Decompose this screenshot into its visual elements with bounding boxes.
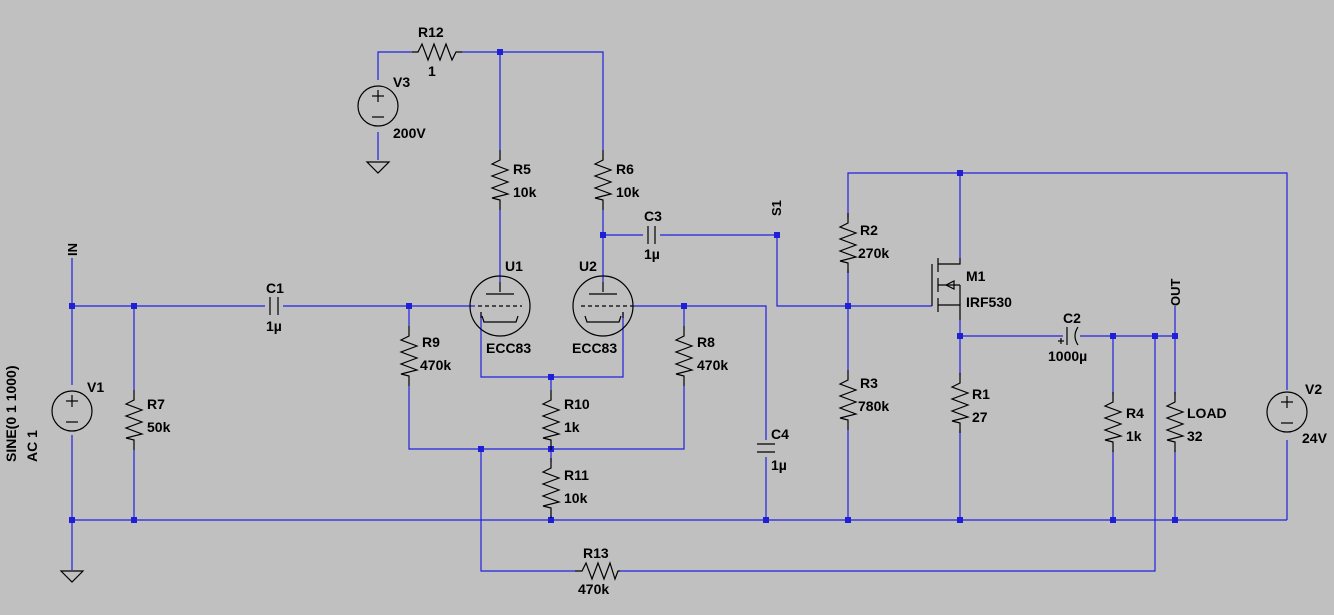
resistor-r10[interactable]: R10 1k xyxy=(542,389,590,451)
r6-value: 10k xyxy=(616,184,640,200)
r12-value: 1 xyxy=(428,63,436,79)
resistor-r2[interactable]: R2 270k xyxy=(839,212,889,274)
capacitor-c4[interactable]: C4 1µ xyxy=(757,426,789,473)
c3-name: C3 xyxy=(644,208,662,224)
c1-name: C1 xyxy=(266,280,284,296)
capacitor-c3[interactable]: C3 1µ xyxy=(644,208,662,262)
u1-name: U1 xyxy=(505,258,523,274)
v1-name: V1 xyxy=(87,379,104,395)
r7-value: 50k xyxy=(147,419,171,435)
resistor-r11[interactable]: R11 10k xyxy=(542,457,589,519)
triode-u2[interactable]: U2 ECC83 xyxy=(572,258,634,356)
resistor-r4[interactable]: R4 1k xyxy=(1104,391,1144,453)
r2-name: R2 xyxy=(860,222,878,238)
v2-value: 24V xyxy=(1302,430,1328,446)
m1-value: IRF530 xyxy=(966,294,1012,310)
r1-name: R1 xyxy=(972,386,990,402)
r3-value: 780k xyxy=(858,398,889,414)
resistor-r13[interactable]: R13 470k xyxy=(575,545,620,597)
r13-name: R13 xyxy=(583,545,609,561)
voltage-source-v2[interactable]: V2 24V xyxy=(1266,381,1328,446)
r11-value: 10k xyxy=(564,490,588,506)
wires xyxy=(71,51,1288,572)
v3-value: 200V xyxy=(393,125,426,141)
c2-value: 1000µ xyxy=(1048,348,1087,364)
r9-name: R9 xyxy=(422,334,440,350)
r8-value: 470k xyxy=(697,357,728,373)
r5-name: R5 xyxy=(513,161,531,177)
r1-value: 27 xyxy=(972,409,988,425)
r10-name: R10 xyxy=(564,396,590,412)
ground-symbol-v3 xyxy=(365,161,391,174)
load-name: LOAD xyxy=(1187,405,1227,421)
r5-value: 10k xyxy=(513,184,537,200)
net-label-s1: S1 xyxy=(769,200,784,216)
c4-name: C4 xyxy=(771,426,789,442)
r13-value: 470k xyxy=(578,581,609,597)
v2-name: V2 xyxy=(1305,381,1322,397)
m1-name: M1 xyxy=(966,268,986,284)
capacitor-c2[interactable]: C2 1000µ xyxy=(1048,310,1087,364)
resistor-r6[interactable]: R6 10k xyxy=(594,149,640,211)
net-label-in: IN xyxy=(65,243,80,256)
r8-name: R8 xyxy=(697,334,715,350)
r6-name: R6 xyxy=(616,161,634,177)
u2-name: U2 xyxy=(579,258,597,274)
capacitor-c1[interactable]: C1 1µ xyxy=(266,280,284,334)
voltage-source-v1[interactable]: V1 SINE(0 1 1000) AC 1 xyxy=(3,366,104,463)
u1-value: ECC83 xyxy=(486,340,531,356)
resistor-r9[interactable]: R9 470k xyxy=(400,325,451,387)
r9-value: 470k xyxy=(420,357,451,373)
mosfet-m1[interactable]: M1 IRF530 xyxy=(931,258,1012,320)
resistor-r3[interactable]: R3 780k xyxy=(839,369,889,431)
c4-value: 1µ xyxy=(771,457,787,473)
u2-value: ECC83 xyxy=(572,340,617,356)
net-label-out: OUT xyxy=(1168,279,1183,307)
junctions xyxy=(69,49,1178,523)
resistor-load[interactable]: LOAD 32 xyxy=(1166,391,1227,453)
triode-u1[interactable]: U1 ECC83 xyxy=(469,258,531,356)
r7-name: R7 xyxy=(147,396,165,412)
c2-name: C2 xyxy=(1063,310,1081,326)
c3-value: 1µ xyxy=(644,246,660,262)
resistor-r1[interactable]: R1 27 xyxy=(951,372,990,434)
resistor-r7[interactable]: R7 50k xyxy=(125,389,171,451)
r3-name: R3 xyxy=(860,375,878,391)
v1-spec-ac: AC 1 xyxy=(24,430,40,462)
r4-name: R4 xyxy=(1126,405,1144,421)
resistor-r12[interactable]: R12 1 xyxy=(412,24,462,79)
resistor-r8[interactable]: R8 470k xyxy=(675,325,728,387)
r11-name: R11 xyxy=(564,467,589,483)
c1-value: 1µ xyxy=(266,318,282,334)
r4-value: 1k xyxy=(1126,428,1142,444)
voltage-source-v3[interactable]: V3 200V xyxy=(357,74,426,141)
v1-spec-sine: SINE(0 1 1000) xyxy=(3,366,19,463)
r2-value: 270k xyxy=(858,245,889,261)
r10-value: 1k xyxy=(564,419,580,435)
resistor-r5[interactable]: R5 10k xyxy=(491,149,537,211)
ground-symbol-main xyxy=(59,570,85,583)
r12-name: R12 xyxy=(418,24,444,40)
load-value: 32 xyxy=(1187,428,1203,444)
v3-name: V3 xyxy=(393,74,410,90)
